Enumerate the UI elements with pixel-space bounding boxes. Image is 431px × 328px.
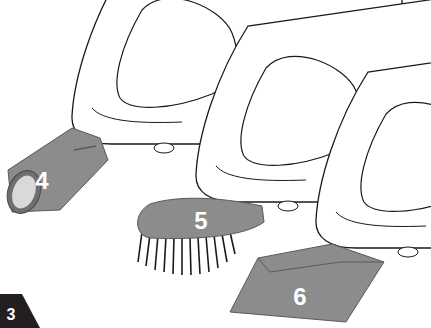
callout-number: 4 bbox=[35, 169, 48, 193]
callout-number: 5 bbox=[194, 209, 207, 233]
step-number: 3 bbox=[7, 307, 16, 323]
vacuum-body bbox=[316, 32, 431, 257]
nozzle-attachment bbox=[1, 128, 108, 218]
callout-number: 6 bbox=[293, 285, 306, 309]
brush-attachment bbox=[138, 198, 264, 275]
crevice-attachment bbox=[230, 244, 384, 322]
step-tab bbox=[0, 294, 40, 328]
